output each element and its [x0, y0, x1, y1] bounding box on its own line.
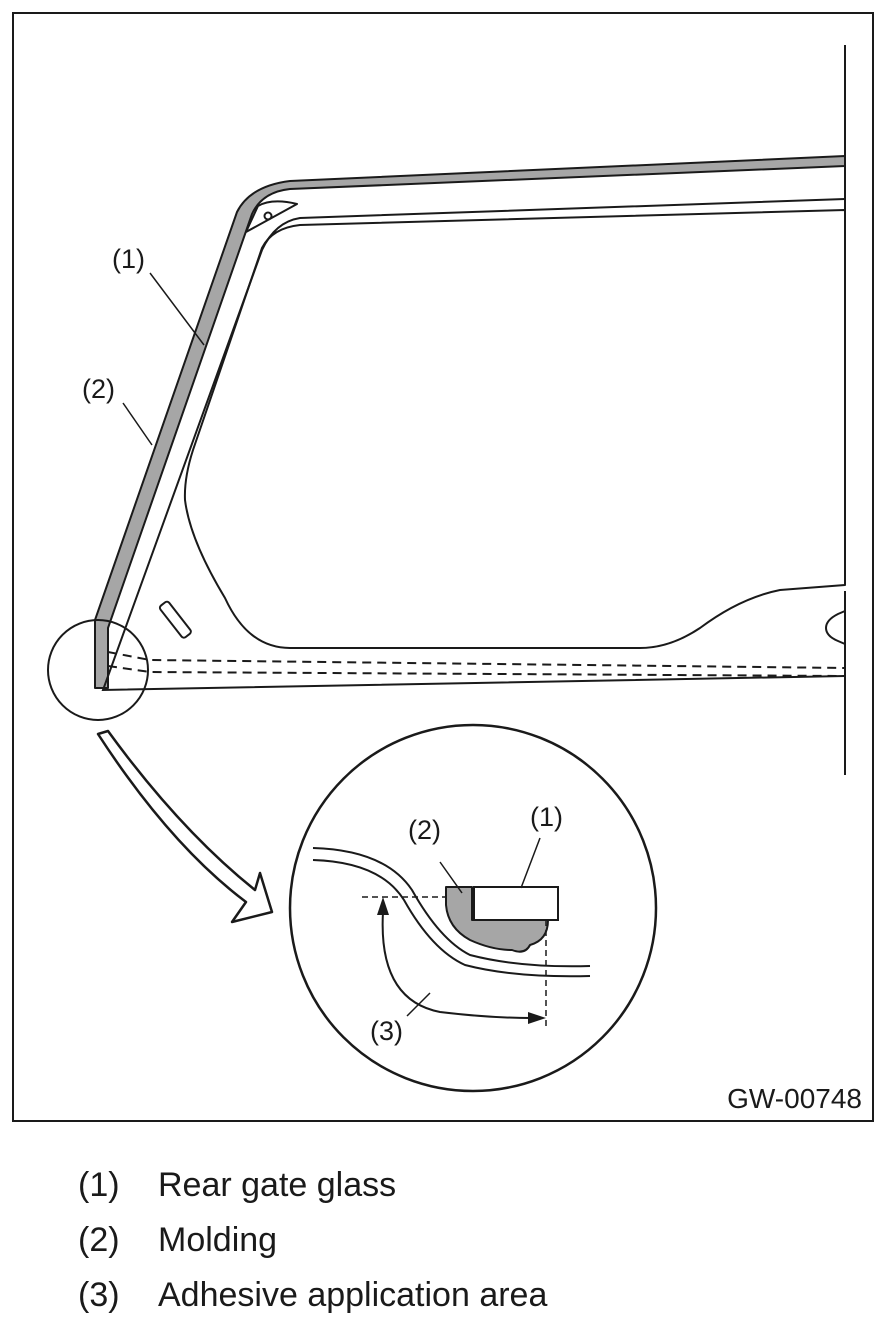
diagram: (1) (2) (2) (1) (3) GW-00748 — [12, 12, 874, 1122]
legend-item: (3) Adhesive application area — [78, 1268, 547, 1323]
corner-fitting-hole — [263, 211, 273, 221]
figure-frame — [12, 12, 874, 1122]
legend-item-text: Molding — [158, 1221, 278, 1259]
side-slot — [158, 600, 192, 639]
window-opening — [183, 209, 846, 649]
legend-item-number: (1) — [78, 1166, 120, 1204]
adhesive-arrowhead-right — [528, 1012, 546, 1024]
parts-legend: (1) Rear gate glass (2) Molding (3) Adhe… — [78, 1158, 547, 1323]
callout-detail-3: (3) — [370, 1016, 403, 1046]
adhesive-area-arc — [381, 911, 533, 1019]
callout-overview-2: (2) — [82, 374, 115, 404]
right-fitting — [824, 610, 846, 645]
legend-item: (1) Rear gate glass — [78, 1158, 547, 1213]
legend-item-number: (2) — [78, 1221, 120, 1259]
detail-dimension-lines — [362, 896, 547, 1028]
legend-item-text: Adhesive application area — [158, 1276, 548, 1314]
legend-item-number: (3) — [78, 1276, 120, 1314]
figure-code: GW-00748 — [727, 1083, 862, 1114]
molding-strip — [94, 155, 846, 689]
detail-source-circle — [47, 619, 149, 721]
legend-item: (2) Molding — [78, 1213, 547, 1268]
corner-fitting — [245, 200, 298, 233]
adhesive-arrowhead-up — [377, 897, 389, 915]
callout-detail-1: (1) — [530, 802, 563, 832]
detail-molding — [445, 886, 549, 953]
legend-item-text: Rear gate glass — [158, 1166, 397, 1204]
detail-arrow — [96, 729, 274, 924]
callout-overview-1: (1) — [112, 244, 145, 274]
callout-detail-2: (2) — [408, 815, 441, 845]
detail-body-panel — [312, 847, 591, 978]
hidden-lines — [107, 651, 846, 677]
detail-glass — [473, 886, 559, 921]
leader-lines — [122, 272, 541, 1017]
rear-gate-glass-edge — [101, 198, 846, 692]
